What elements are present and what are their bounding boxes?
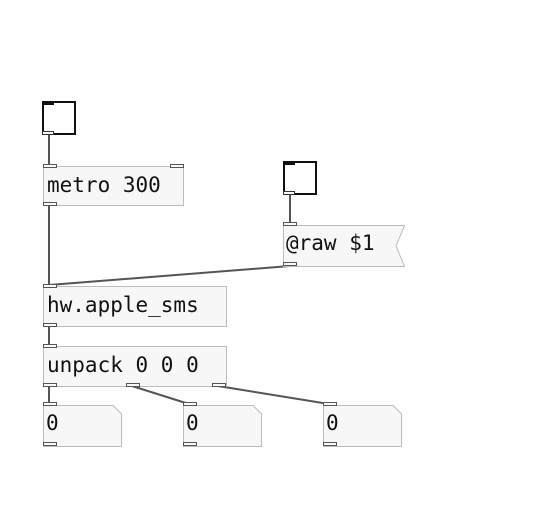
unpack-outlet-3[interactable] [212,383,226,387]
number-box-x-inlet[interactable] [43,402,57,406]
cord-unpack-out3-to-number3 [217,385,330,405]
number-box-shape [43,405,122,447]
toggle-raw-outlet[interactable] [283,191,295,195]
cord-unpack-out2-to-number2 [131,385,190,405]
toggle-metro[interactable] [42,101,76,135]
raw-message-outlet[interactable] [283,262,297,266]
unpack-object-label: unpack 0 0 0 [47,353,199,377]
number-box-z-value: 0 [326,411,339,435]
unpack-outlet-2[interactable] [126,383,140,387]
unpack-object[interactable]: unpack 0 0 0 [43,344,227,387]
unpack-inlet[interactable] [43,344,57,348]
metro-outlet[interactable] [43,202,57,206]
number-box-shape [323,405,402,447]
raw-message-box[interactable]: @raw $1 [283,222,405,267]
message-box-shape [283,225,405,267]
number-box-y-outlet[interactable] [183,442,197,446]
number-box-shape [183,405,262,447]
number-box-y-inlet[interactable] [183,402,197,406]
number-box-y-value: 0 [186,411,199,435]
cord-raw-to-sms [48,265,291,286]
unpack-outlet-1[interactable] [43,383,57,387]
metro-inlet-left[interactable] [43,164,57,168]
toggle-raw-inlet[interactable] [283,161,295,165]
metro-object-label: metro 300 [47,173,161,197]
metro-inlet-right[interactable] [170,164,184,168]
number-box-z[interactable]: 0 [323,402,402,447]
metro-object[interactable]: metro 300 [43,164,184,206]
toggle-raw[interactable] [283,161,317,195]
apple-sms-outlet[interactable] [43,323,57,327]
number-box-x[interactable]: 0 [43,402,122,447]
apple-sms-object-label: hw.apple_sms [47,293,199,317]
apple-sms-inlet[interactable] [43,284,57,288]
toggle-inlet[interactable] [42,101,54,105]
number-box-x-value: 0 [46,411,59,435]
number-box-z-inlet[interactable] [323,402,337,406]
raw-message-label: @raw $1 [286,231,375,255]
toggle-outlet[interactable] [42,131,54,135]
number-box-x-outlet[interactable] [43,442,57,446]
number-box-z-outlet[interactable] [323,442,337,446]
raw-message-inlet[interactable] [283,222,297,226]
number-box-y[interactable]: 0 [183,402,262,447]
apple-sms-object[interactable]: hw.apple_sms [43,284,227,327]
